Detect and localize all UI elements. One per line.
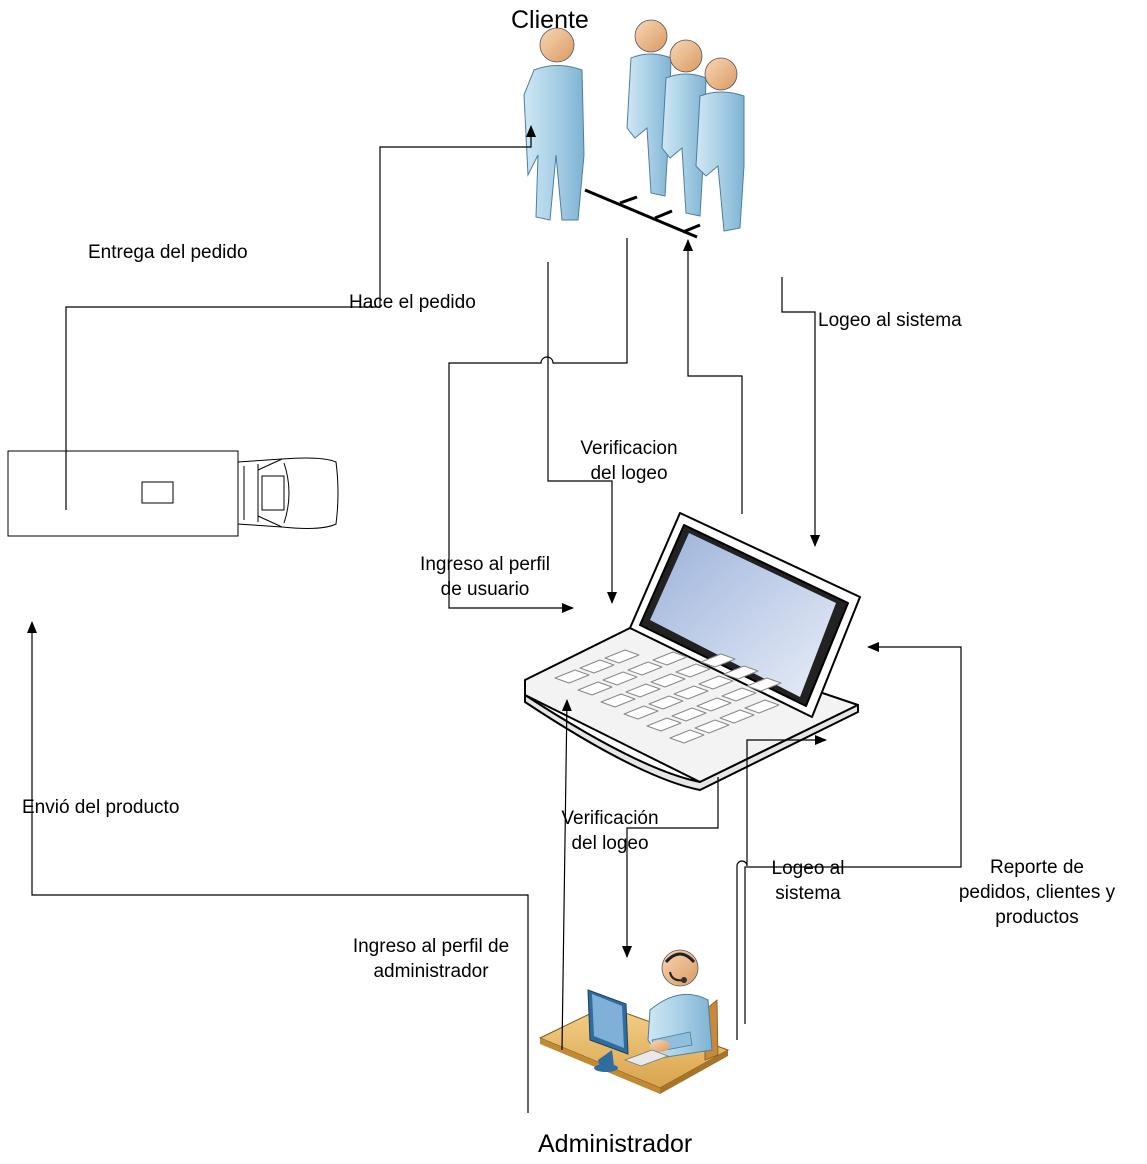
connector-entrega (65, 125, 536, 510)
label-ingreso-usuario: Ingreso al perfil de usuario (420, 554, 550, 600)
laptop-icon (524, 512, 861, 791)
label-hace-pedido: Hace el pedido (349, 292, 476, 313)
connector-verificacion-cliente (547, 262, 617, 604)
client-group-icon (523, 19, 745, 239)
connector-logeo-cliente (781, 277, 820, 547)
connector-ingreso-admin (561, 699, 572, 1051)
connector-verificacion-admin (622, 777, 719, 958)
connector-logeo-admin (736, 735, 827, 1040)
admin-title: Administrador (538, 1130, 693, 1158)
administrator-icon (538, 949, 730, 1094)
connector-ingreso-usuario (448, 238, 628, 613)
label-logeo-admin: Logeo al sistema (771, 858, 845, 904)
label-logeo-sistema: Logeo al sistema (818, 310, 962, 331)
label-envio-producto: Envió del producto (22, 797, 180, 818)
label-entrega-pedido: Entrega del pedido (88, 242, 248, 263)
client-title: Cliente (511, 6, 589, 34)
label-reporte: Reporte de pedidos, clientes y productos (958, 857, 1116, 928)
connector-to-client (683, 239, 743, 514)
truck-icon (7, 450, 339, 537)
label-verificacion-cliente: Verificacion del logeo (580, 438, 678, 484)
connector-reporte (744, 642, 962, 1024)
label-verificacion-admin: Verificación del logeo (561, 808, 659, 854)
label-ingreso-admin: Ingreso al perfil de administrador (352, 936, 510, 982)
connector-envio (27, 621, 529, 1113)
